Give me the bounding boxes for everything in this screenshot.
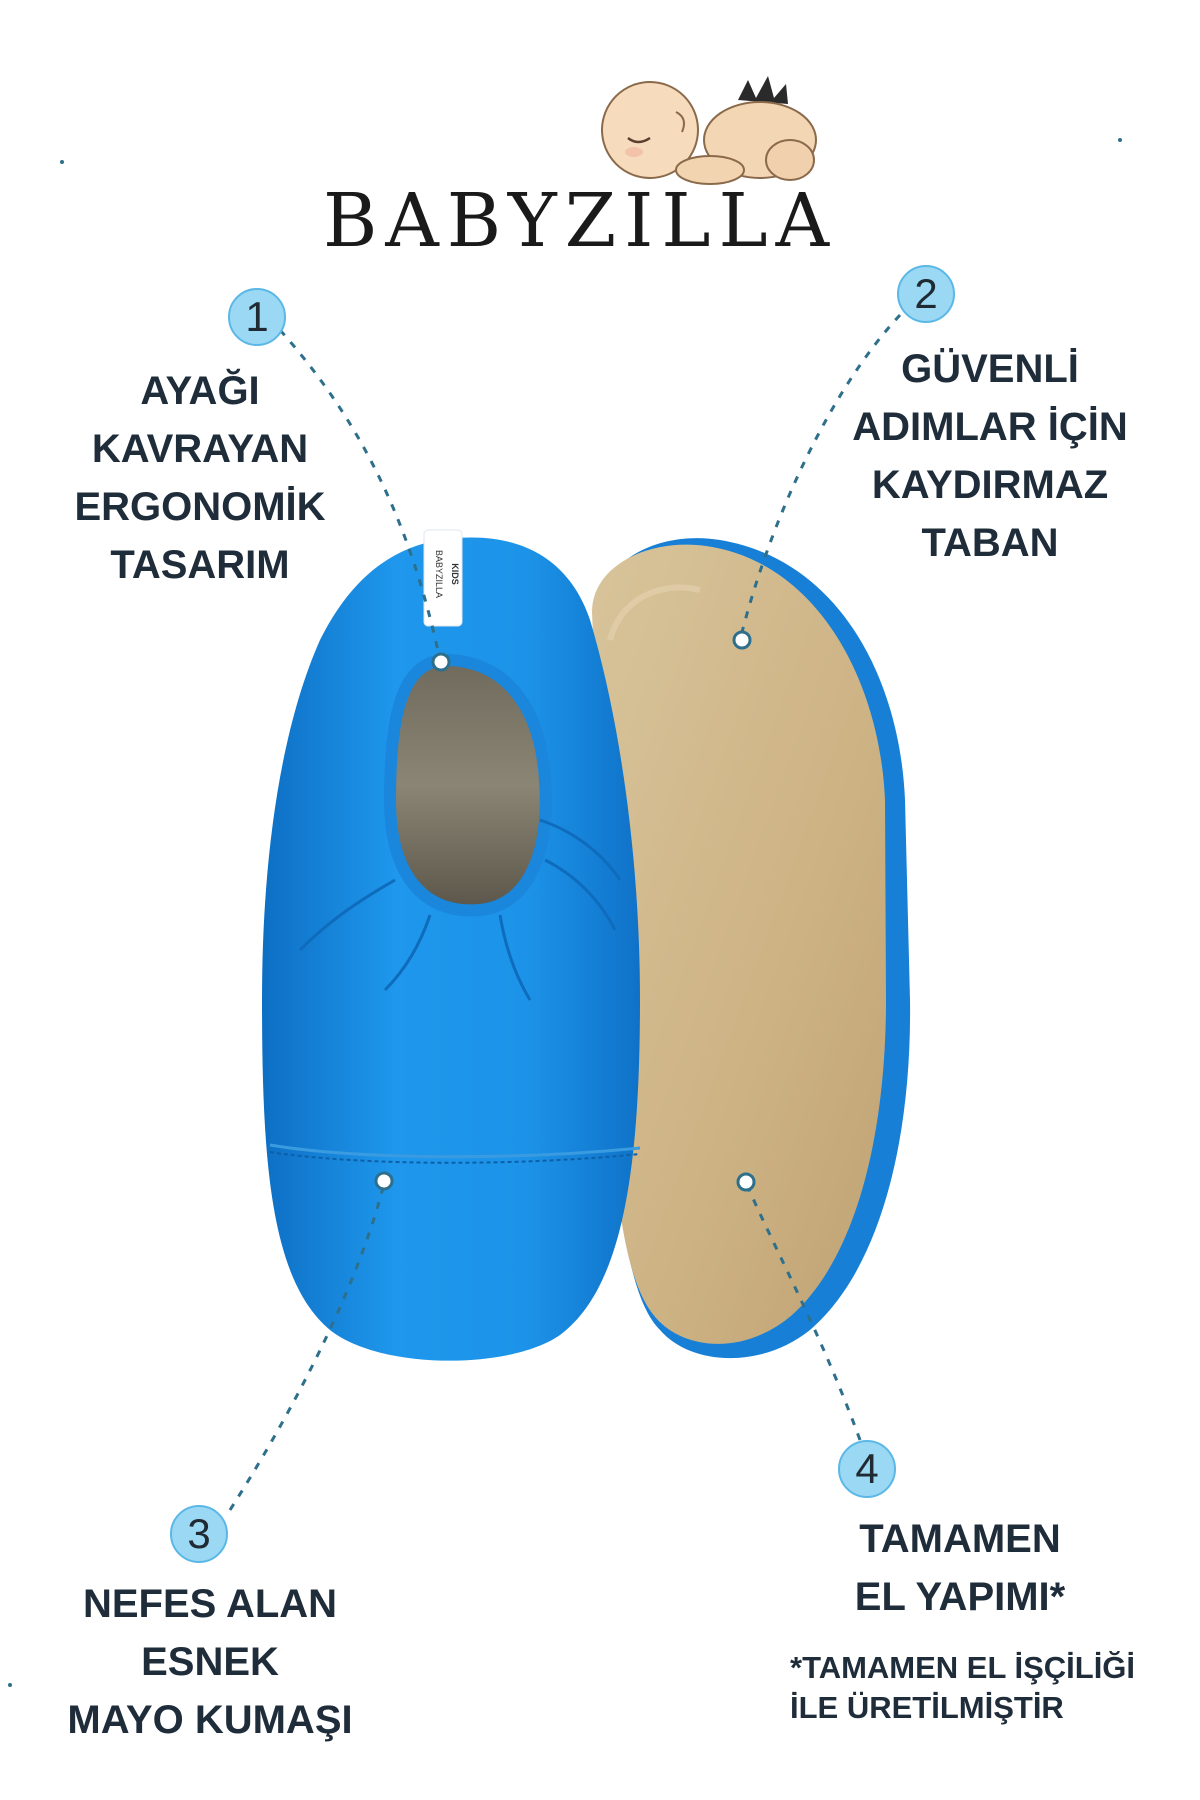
- leader-line-4: [743, 1179, 862, 1441]
- anchor-dot-1: [431, 652, 451, 672]
- feature-1-line: KAVRAYAN: [91, 427, 309, 471]
- feature-1-number-badge: 1: [228, 288, 286, 346]
- feature-2-line: GÜVENLİ: [901, 347, 1079, 391]
- feature-1-line: TASARIM: [110, 543, 290, 587]
- footnote-line: İLE ÜRETİLMİŞTİR: [790, 1690, 1064, 1725]
- feature-4-line: TAMAMEN: [859, 1517, 1061, 1561]
- shoe-tag-brand: BABYZILLA: [434, 550, 444, 598]
- feature-2-line: TABAN: [921, 521, 1059, 565]
- leader-line-1: [278, 329, 442, 661]
- anchor-dots: [374, 630, 756, 1192]
- footnote-line: *TAMAMEN EL İŞÇİLİĞİ: [790, 1650, 1136, 1685]
- leader-line-3: [228, 1179, 387, 1511]
- feature-3-line: NEFES ALAN: [82, 1582, 338, 1626]
- feature-3-line: MAYO KUMAŞI: [67, 1698, 353, 1742]
- leader-lines: [228, 313, 902, 1511]
- feature-3-number-badge: 3: [170, 1505, 228, 1563]
- handmade-footnote: *TAMAMEN EL İŞÇİLİĞİ İLE ÜRETİLMİŞTİR: [790, 1648, 1190, 1728]
- anchor-dot-2: [732, 630, 752, 650]
- feature-1-line: ERGONOMİK: [74, 485, 326, 529]
- feature-2-line: KAYDIRMAZ: [871, 463, 1109, 507]
- sleeping-baby-logo-icon: [601, 76, 817, 185]
- feature-2-number-badge: 2: [897, 265, 955, 323]
- shoe-top-view: BABYZILLA KIDS: [262, 529, 641, 1361]
- shoe-tag-sub: KIDS: [450, 563, 460, 585]
- feature-1-line: AYAĞI: [140, 369, 260, 413]
- anchor-dot-3: [374, 1171, 394, 1191]
- feature-3-caption: NEFES ALAN ESNEK MAYO KUMAŞI: [40, 1575, 380, 1749]
- feature-2-line: ADIMLAR İÇİN: [852, 405, 1128, 449]
- anchor-dot-4: [736, 1172, 756, 1192]
- feature-1-caption: AYAĞI KAVRAYAN ERGONOMİK TASARIM: [50, 362, 350, 594]
- feature-4-number-badge: 4: [838, 1440, 896, 1498]
- feature-4-caption: TAMAMEN EL YAPIMI*: [800, 1510, 1120, 1626]
- feature-2-caption: GÜVENLİ ADIMLAR İÇİN KAYDIRMAZ TABAN: [800, 340, 1180, 572]
- shoe-sole-view: [592, 538, 911, 1359]
- feature-4-line: EL YAPIMI*: [854, 1575, 1066, 1619]
- brand-wordmark: BABYZILLA: [322, 178, 838, 264]
- feature-3-line: ESNEK: [141, 1640, 279, 1684]
